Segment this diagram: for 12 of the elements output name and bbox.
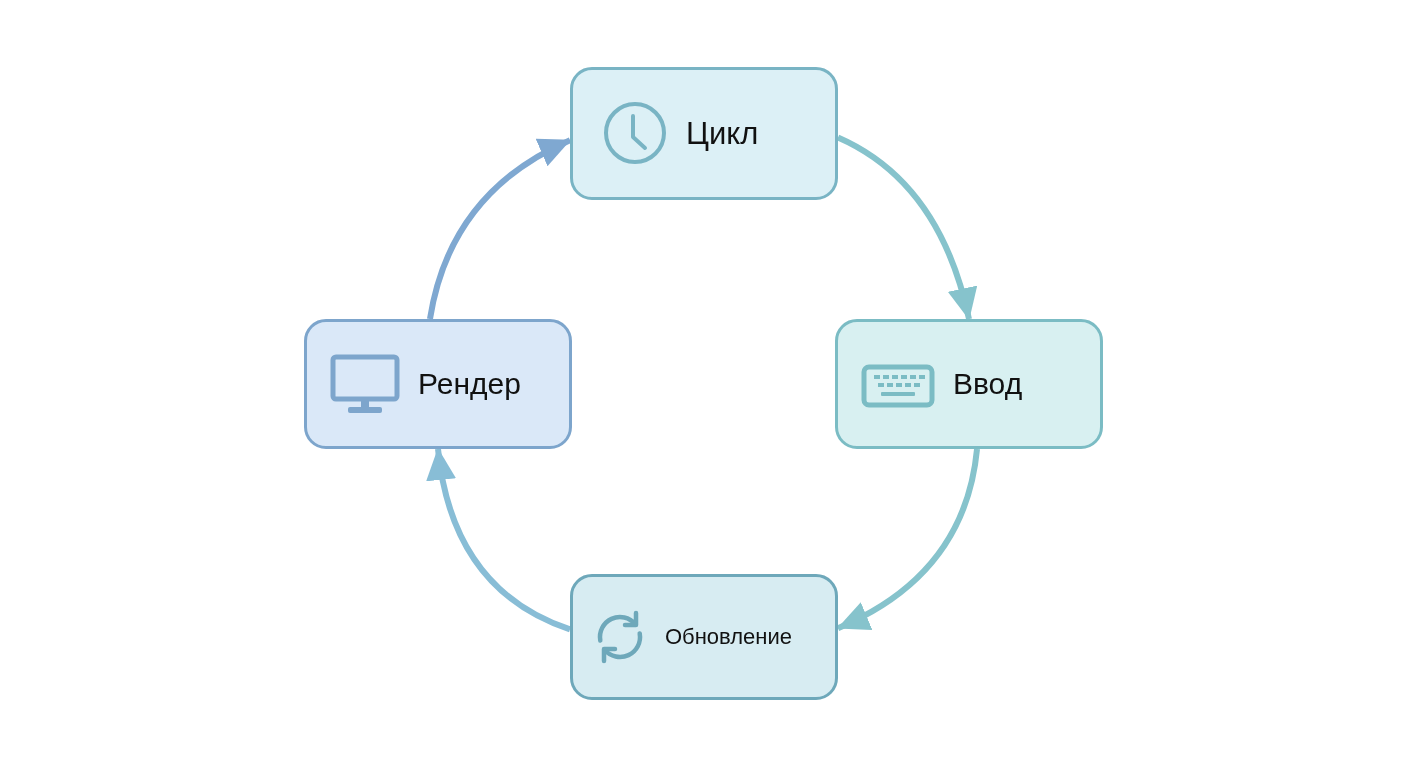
arrow — [427, 137, 572, 320]
arrow — [427, 448, 572, 633]
arrow — [836, 134, 977, 320]
node-label: Рендер — [418, 366, 521, 402]
process-box — [304, 319, 572, 449]
process-box — [570, 574, 838, 700]
node-label: Обновление — [665, 624, 793, 650]
process-box — [835, 319, 1103, 449]
node-label: Цикл — [686, 115, 759, 152]
process-box — [570, 67, 838, 200]
arrow — [836, 448, 980, 631]
node-label: Ввод — [953, 366, 1023, 402]
